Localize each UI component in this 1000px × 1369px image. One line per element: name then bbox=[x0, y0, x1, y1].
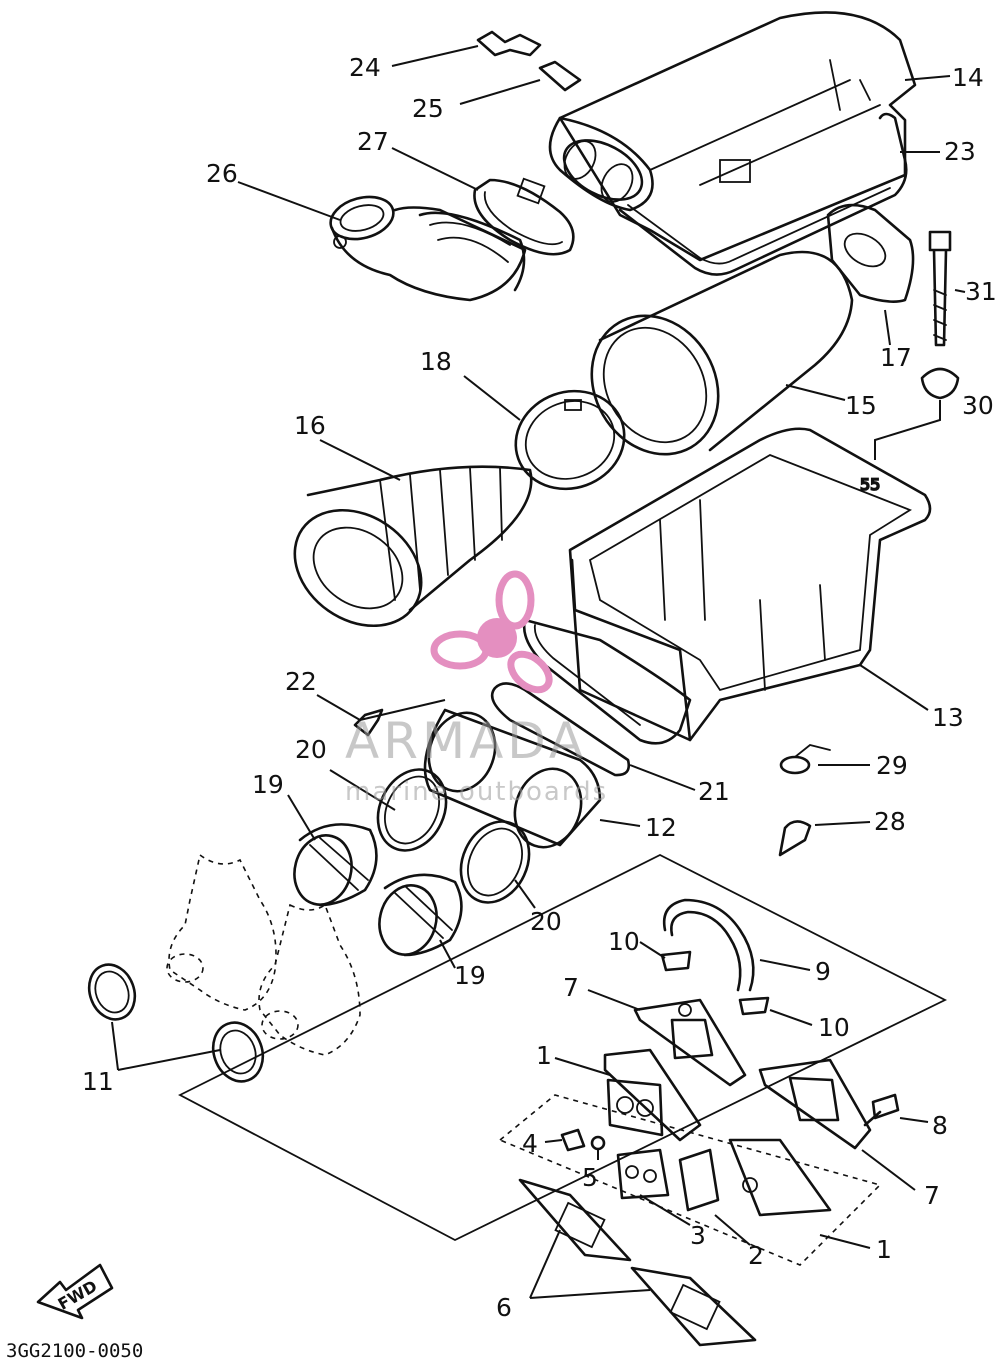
drain-29 bbox=[779, 744, 831, 775]
callout-15: 15 bbox=[845, 391, 877, 420]
callout-labels: 24 25 27 26 14 23 31 17 30 18 15 16 13 2… bbox=[82, 53, 997, 1322]
watermark-brand: ARMADA bbox=[345, 712, 587, 770]
callout-19-lower: 19 bbox=[454, 961, 486, 990]
callout-12: 12 bbox=[645, 813, 677, 842]
washer-5 bbox=[590, 1135, 606, 1151]
callout-10-upper: 10 bbox=[608, 927, 640, 956]
callout-14: 14 bbox=[952, 63, 984, 92]
callout-8: 8 bbox=[932, 1111, 948, 1140]
clip-10-upper bbox=[660, 950, 692, 972]
fwd-arrow: FWD bbox=[36, 1263, 114, 1320]
svg-text:55: 55 bbox=[860, 475, 880, 494]
callout-1-upper: 1 bbox=[536, 1041, 552, 1070]
callout-20-lower: 20 bbox=[530, 907, 562, 936]
clamp-11-upper bbox=[87, 963, 137, 1021]
bolt-31 bbox=[928, 230, 952, 347]
filter-element bbox=[590, 250, 854, 456]
callout-7-lower: 7 bbox=[924, 1181, 940, 1210]
callout-1-lower: 1 bbox=[876, 1235, 892, 1264]
callout-30: 30 bbox=[962, 391, 994, 420]
clamp-band-upper bbox=[376, 768, 448, 852]
reed-valve-7-upper bbox=[633, 998, 747, 1087]
callout-3: 3 bbox=[690, 1221, 706, 1250]
callout-13: 13 bbox=[932, 703, 964, 732]
airbox-case: 55 bbox=[522, 427, 932, 745]
callout-17: 17 bbox=[880, 343, 912, 372]
leader-lines bbox=[111, 45, 966, 1299]
callout-16: 16 bbox=[294, 411, 326, 440]
hose-9 bbox=[662, 898, 755, 992]
callout-9: 9 bbox=[815, 957, 831, 986]
callout-28: 28 bbox=[874, 807, 906, 836]
callout-22: 22 bbox=[285, 667, 317, 696]
intake-duct bbox=[329, 195, 527, 302]
callout-21: 21 bbox=[698, 777, 730, 806]
reed-stopper-2 bbox=[678, 1138, 832, 1217]
propeller-hub bbox=[477, 618, 517, 658]
filter-guide bbox=[514, 389, 626, 491]
bolt-8 bbox=[863, 1093, 900, 1127]
callout-11: 11 bbox=[82, 1067, 114, 1096]
callout-26: 26 bbox=[206, 159, 238, 188]
watermark-tagline: marine outboards bbox=[345, 777, 608, 807]
reed-3 bbox=[616, 1148, 670, 1200]
side-cover-17 bbox=[826, 203, 915, 303]
clamp-band-lower bbox=[459, 820, 531, 904]
callout-2: 2 bbox=[748, 1241, 764, 1270]
carburetor-joint bbox=[423, 708, 602, 849]
callout-4: 4 bbox=[522, 1129, 538, 1158]
cover-gasket bbox=[618, 112, 908, 276]
hose-band bbox=[473, 177, 575, 256]
callout-10-lower: 10 bbox=[818, 1013, 850, 1042]
clip-24 bbox=[476, 30, 542, 57]
diagram-code: 3GG2100-0050 bbox=[6, 1340, 143, 1362]
reed-valve-1 bbox=[603, 1048, 702, 1142]
reed-valve-7-lower bbox=[758, 1058, 872, 1150]
callout-6: 6 bbox=[496, 1293, 512, 1322]
callout-23: 23 bbox=[944, 137, 976, 166]
airbox-cover bbox=[548, 11, 917, 262]
joint-lower bbox=[378, 873, 463, 957]
joint-upper bbox=[293, 823, 378, 907]
propeller-logo bbox=[430, 570, 553, 694]
clip-10-lower bbox=[738, 996, 770, 1016]
callout-18: 18 bbox=[420, 347, 452, 376]
assembly-frame bbox=[178, 853, 948, 1242]
callout-7-upper: 7 bbox=[563, 973, 579, 1002]
screw-4 bbox=[560, 1128, 586, 1152]
clamp-11-lower bbox=[211, 1021, 265, 1083]
callout-24: 24 bbox=[349, 53, 381, 82]
callout-20-upper: 20 bbox=[295, 735, 327, 764]
damper-30 bbox=[920, 367, 960, 400]
drain-28 bbox=[778, 820, 812, 857]
callout-29: 29 bbox=[876, 751, 908, 780]
filter-cage bbox=[293, 465, 533, 628]
gasket-21 bbox=[490, 682, 630, 777]
callout-5: 5 bbox=[582, 1163, 598, 1192]
callout-25: 25 bbox=[412, 94, 444, 123]
gasket-6-lower bbox=[630, 1266, 757, 1347]
callout-31: 31 bbox=[965, 277, 997, 306]
gasket-6-upper bbox=[518, 1178, 632, 1262]
callout-27: 27 bbox=[357, 127, 389, 156]
callout-19-upper: 19 bbox=[252, 770, 284, 799]
watermark: ARMADA marine outboards bbox=[345, 570, 608, 807]
engine-outline bbox=[166, 853, 361, 1056]
clip-25 bbox=[538, 60, 582, 92]
